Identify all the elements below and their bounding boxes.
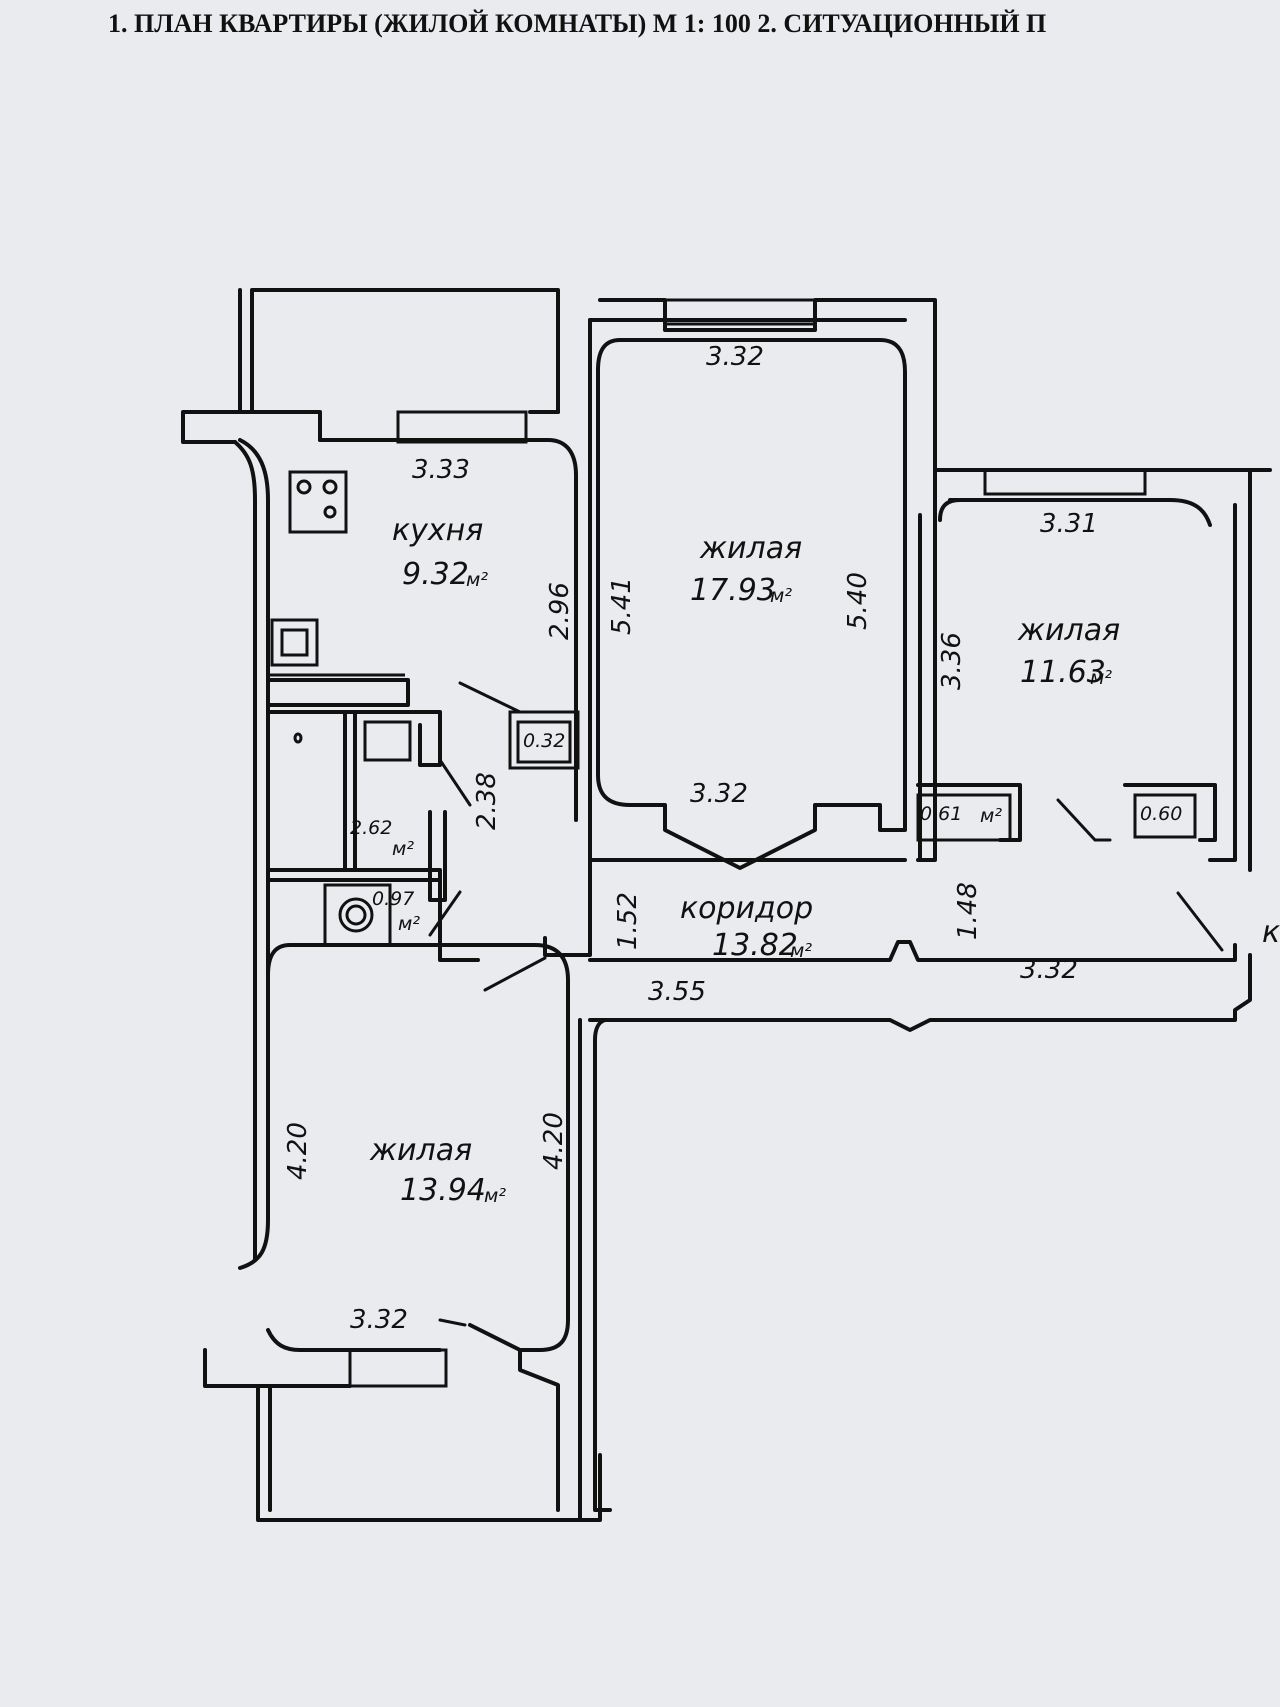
washbasin-icon [363,720,412,762]
wc-unit: м² [398,913,420,935]
living2-area: 11.63 [1020,655,1106,690]
closet-1-outline [516,720,572,764]
kitchen-name: кухня [392,513,483,548]
kitchen-area: 9.32 [402,557,469,592]
closet3-area: 0.60 [1140,803,1182,825]
corridor-unit: м² [790,940,812,962]
corridor-area: 13.82 [712,928,798,963]
living1-area: 17.93 [690,573,776,608]
living1-dim-bottom: 3.32 [690,779,748,809]
walls [181,288,1272,1522]
living3-unit: м² [484,1185,506,1207]
closet2-area: 0.61 [920,803,962,825]
corridor-dim-right: 3.32 [1020,955,1078,985]
living1-name: жилая [699,531,802,566]
kitchen-dim-top: 3.33 [412,455,470,485]
living2-dim-left: 3.36 [937,632,967,690]
living2-unit: м² [1090,667,1112,689]
living2-dim-top: 3.31 [1040,509,1098,539]
kitchen-dim-side: 2.96 [545,582,575,640]
bath-unit: м² [392,838,414,860]
corridor-dim-width1: 1.52 [613,892,643,950]
toilet-icon [323,883,392,947]
living3-dim-bottom: 3.32 [350,1305,408,1335]
living1-dim-top: 3.32 [706,342,764,372]
bathtub-icon [293,732,303,744]
edge-letter: к [1262,915,1280,950]
bath-dim: 2.38 [472,772,502,830]
living1-unit: м² [770,585,792,607]
plan-header: 1. ПЛАН КВАРТИРЫ (ЖИЛОЙ КОМНАТЫ) М 1: 10… [108,9,1046,38]
fixtures [270,470,1197,1327]
living3-area: 13.94 [400,1173,486,1208]
bath-area: 2.62 [350,817,392,839]
living3-name: жилая [369,1133,472,1168]
corridor-name: коридор [680,891,813,926]
stove-icon [288,470,348,534]
closet1-area: 0.32 [523,730,565,752]
closet-2-outline [916,793,1012,842]
closet2-unit: м² [980,805,1002,827]
corridor-dim-width2: 1.48 [953,882,983,940]
kitchen-unit: м² [466,569,488,591]
living3-dim-left: 4.20 [283,1122,313,1180]
wc-area: 0.97 [372,888,414,910]
living1-dim-left: 5.41 [607,577,637,635]
corridor-dim-left: 3.55 [648,977,706,1007]
living2-name: жилая [1017,613,1120,648]
living1-dim-right: 5.40 [843,572,873,630]
living3-dim-right: 4.20 [539,1112,569,1170]
sink-icon [270,618,319,667]
closet-3-outline [1133,793,1197,839]
